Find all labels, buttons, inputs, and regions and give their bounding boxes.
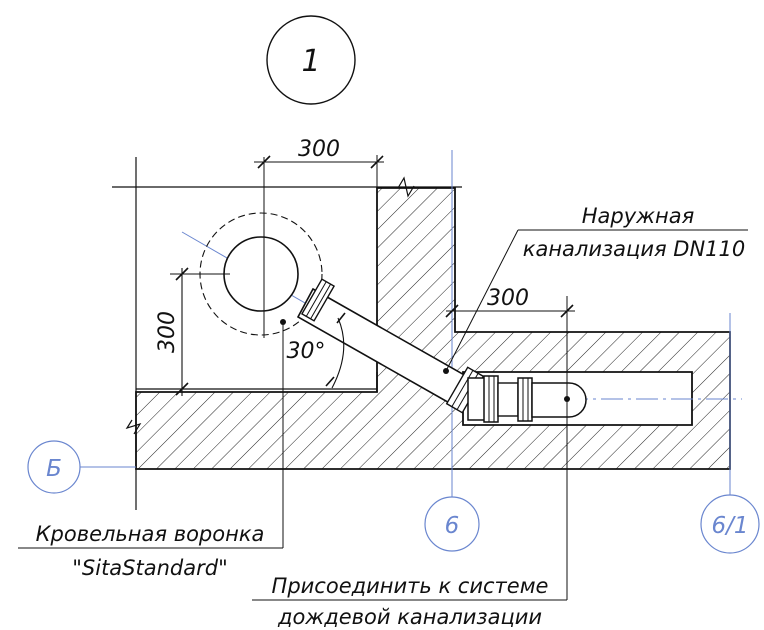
callout-connect-line1: Присоединить к системе [272, 574, 549, 598]
detail-number: 1 [301, 44, 320, 79]
axis-bubble-6 [424, 496, 480, 552]
callout-roof-funnel-line2: "SitaStandard" [72, 556, 228, 580]
callout-roof-funnel-line1: Кровельная воронка [36, 522, 265, 546]
dim-middle-value: 300 [487, 286, 529, 311]
callout-connect-line2: дождевой канализации [277, 605, 542, 629]
angle-tick-top [336, 312, 346, 324]
dim-left-tick-bottom [175, 382, 189, 396]
dim-top-value: 300 [298, 137, 340, 162]
axis-label-6: 6 [445, 513, 460, 539]
angle-tick-bottom [325, 376, 335, 387]
callout-outer-sewer-line1: Наружная [582, 204, 695, 228]
pipe-horizontal [467, 375, 587, 423]
callout-outer-sewer-dot [443, 368, 449, 374]
dim-left-value: 300 [155, 311, 180, 353]
detail-number-circle [266, 15, 356, 105]
axis-label-b: Б [46, 456, 62, 482]
callout-outer-sewer-line2: канализация DN110 [523, 237, 745, 261]
axis-bubble-b [27, 440, 81, 494]
callout-outer-sewer-leader [445, 229, 519, 372]
break-symbol-left [125, 419, 142, 435]
axis-label-6-1: 6/1 [711, 513, 748, 539]
dim-left-tick-top [175, 267, 189, 281]
axis-bubble-6-1 [700, 494, 760, 554]
dim-top-tick-left [257, 155, 271, 169]
angle-value: 30° [287, 339, 326, 364]
callout-roof-funnel-dot [280, 319, 286, 325]
funnel-outlet-circle [223, 236, 299, 312]
callout-connect-dot [564, 396, 570, 402]
angle-arc [331, 317, 345, 389]
dim-middle-tick-left [445, 304, 459, 318]
